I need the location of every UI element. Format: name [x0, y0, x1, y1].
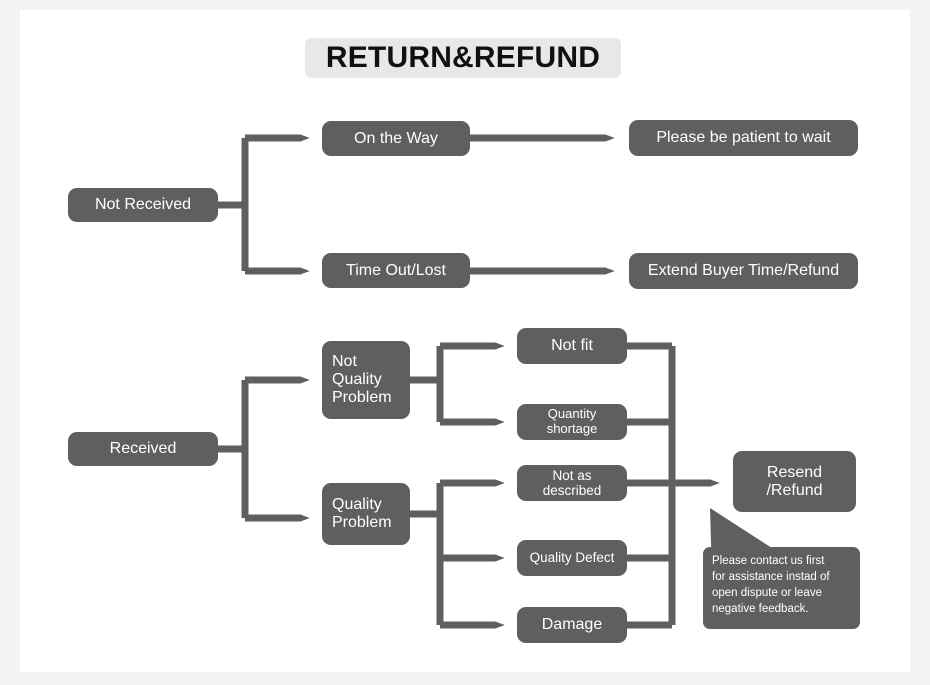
node-received[interactable]: Received	[68, 432, 218, 466]
node-resend-refund[interactable]: Resend /Refund	[733, 451, 856, 512]
node-not-quality-problem[interactable]: Not Quality Problem	[322, 341, 410, 419]
title-chip	[305, 38, 621, 78]
node-quantity-shortage[interactable]: Quantity shortage	[517, 404, 627, 440]
node-quality-problem[interactable]: Quality Problem	[322, 483, 410, 545]
node-time-out-lost[interactable]: Time Out/Lost	[322, 253, 470, 288]
node-damage[interactable]: Damage	[517, 607, 627, 643]
node-not-received[interactable]: Not Received	[68, 188, 218, 222]
node-please-be-patient-to-wait[interactable]: Please be patient to wait	[629, 120, 858, 156]
node-extend-buyer-time-refund[interactable]: Extend Buyer Time/Refund	[629, 253, 858, 289]
page-title: RETURN&REFUND	[325, 41, 601, 74]
node-not-as-described[interactable]: Not as described	[517, 465, 627, 501]
callout-note: Please contact us first for assistance i…	[703, 547, 860, 629]
node-on-the-way[interactable]: On the Way	[322, 121, 470, 156]
node-quality-defect[interactable]: Quality Defect	[517, 540, 627, 576]
node-not-fit[interactable]: Not fit	[517, 328, 627, 364]
